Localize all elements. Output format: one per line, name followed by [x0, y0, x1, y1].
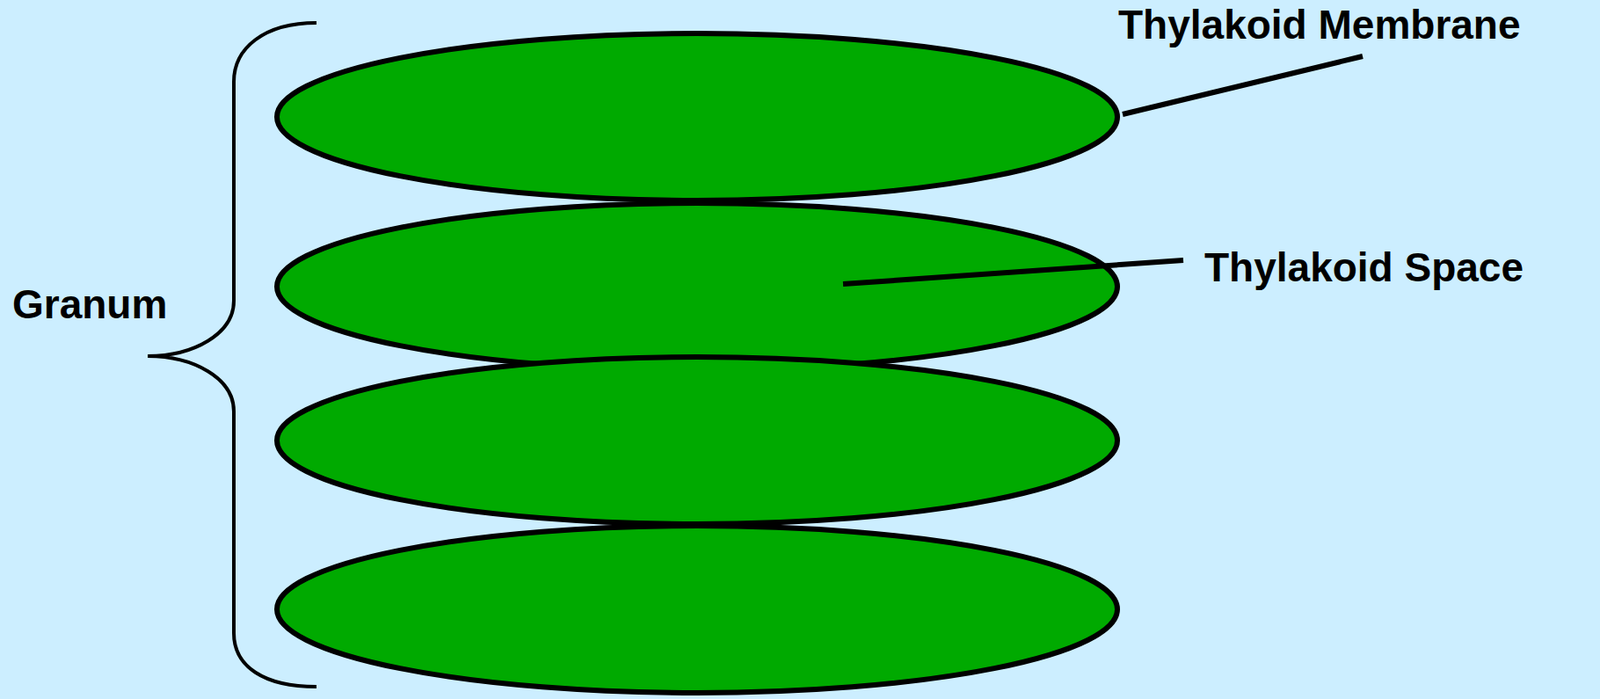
thylakoid-disc [276, 33, 1118, 201]
granum-brace [147, 22, 317, 687]
group-label: Granum [12, 281, 168, 328]
part-label: Thylakoid Space [1204, 244, 1524, 291]
part-label: Thylakoid Membrane [1118, 1, 1521, 49]
leader-line [843, 260, 1184, 284]
leader-line [1122, 56, 1363, 115]
thylakoid-disc [276, 203, 1118, 371]
thylakoid-disc [276, 525, 1118, 693]
thylakoid-disc [276, 356, 1118, 524]
